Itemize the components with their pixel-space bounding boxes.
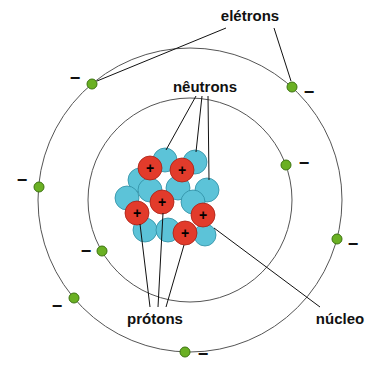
neutrons (115, 148, 219, 246)
part-label: núcleo (316, 310, 364, 327)
part-label: prótons (127, 310, 183, 327)
charge-sign: + (133, 206, 141, 220)
outer-orbit (38, 48, 342, 352)
charge-sign: + (146, 161, 154, 175)
charge-sign: − (52, 297, 63, 315)
part-label: nêutrons (173, 78, 237, 95)
part-label: elétrons (221, 7, 279, 24)
inner-orbit (88, 98, 292, 302)
charge-sign: + (199, 208, 207, 222)
charge-sign: − (299, 154, 310, 172)
charge-sign: − (304, 83, 315, 101)
charge-sign: − (81, 242, 92, 260)
charge-sign: + (178, 163, 186, 177)
charge-sign: − (70, 69, 81, 87)
charge-sign: − (17, 171, 28, 189)
electrons (34, 79, 342, 357)
charge-sign: − (348, 235, 359, 253)
charge-sign: − (198, 345, 209, 363)
charge-sign: + (181, 226, 189, 240)
protons (125, 156, 215, 245)
charge-sign: + (158, 195, 166, 209)
leader-lines (97, 28, 320, 307)
